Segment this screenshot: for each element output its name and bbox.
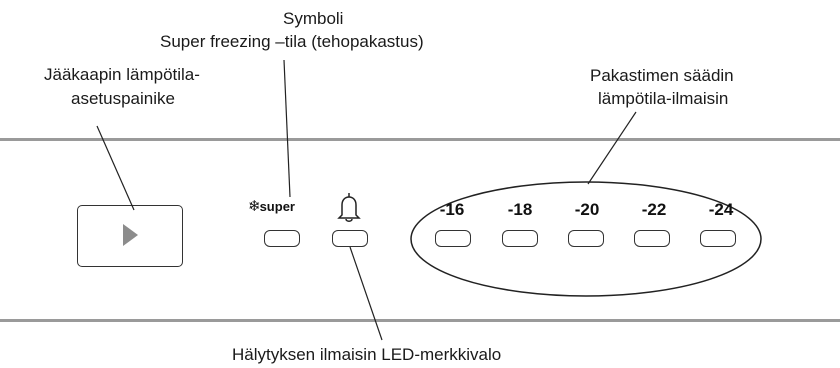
panel-bottom-edge — [0, 319, 840, 322]
super-freezing-led[interactable] — [264, 230, 300, 247]
temp-led-minus20[interactable] — [568, 230, 604, 247]
temp-label-minus18: -18 — [507, 200, 533, 219]
temp-led-minus16[interactable] — [435, 230, 471, 247]
temp-label-minus16: -16 — [439, 200, 465, 219]
fridge-temperature-button[interactable] — [77, 205, 183, 267]
temp-led-minus24[interactable] — [700, 230, 736, 247]
alarm-callout: Hälytyksen ilmaisin LED-merkkivalo — [232, 345, 502, 364]
alarm-led[interactable] — [332, 230, 368, 247]
temp-label-minus24: -24 — [708, 200, 734, 219]
freezer-callout-line1: Pakastimen säädin — [590, 66, 734, 85]
alarm-leader-line — [349, 246, 383, 341]
play-triangle-icon — [123, 224, 138, 246]
temp-label-minus20: -20 — [574, 200, 600, 219]
super-freezing-symbol: ❄ super — [248, 199, 295, 214]
bell-icon — [337, 193, 361, 222]
freezer-indicator-ellipse — [410, 181, 762, 297]
freezer-leader-line — [587, 111, 637, 185]
fridge-leader-line — [96, 125, 135, 211]
symbol-leader-line — [283, 59, 291, 198]
fridge-callout-line1: Jääkaapin lämpötila- — [44, 65, 200, 84]
fridge-callout-line2: asetuspainike — [71, 89, 175, 108]
snowflake-icon: ❄ — [248, 198, 261, 215]
temp-label-minus22: -22 — [641, 200, 667, 219]
temp-led-minus22[interactable] — [634, 230, 670, 247]
symbol-callout-title: Symboli — [283, 9, 344, 28]
symbol-callout-subtitle: Super freezing –tila (tehopakastus) — [160, 32, 424, 51]
freezer-callout-line2: lämpötila-ilmaisin — [598, 89, 729, 108]
temp-led-minus18[interactable] — [502, 230, 538, 247]
panel-top-edge — [0, 138, 840, 141]
super-text: super — [259, 199, 295, 214]
